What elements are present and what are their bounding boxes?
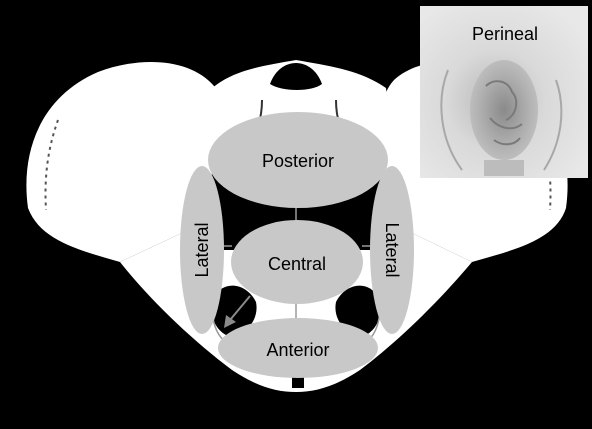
lateral-right-label: Lateral <box>382 222 402 277</box>
perineal-label: Perineal <box>472 24 538 44</box>
lateral-left-label: Lateral <box>192 222 212 277</box>
posterior-label: Posterior <box>262 151 334 171</box>
central-label: Central <box>268 254 326 274</box>
anterior-label: Anterior <box>266 340 329 360</box>
perineal-inset: Perineal <box>420 6 588 178</box>
inset-base <box>484 160 524 176</box>
